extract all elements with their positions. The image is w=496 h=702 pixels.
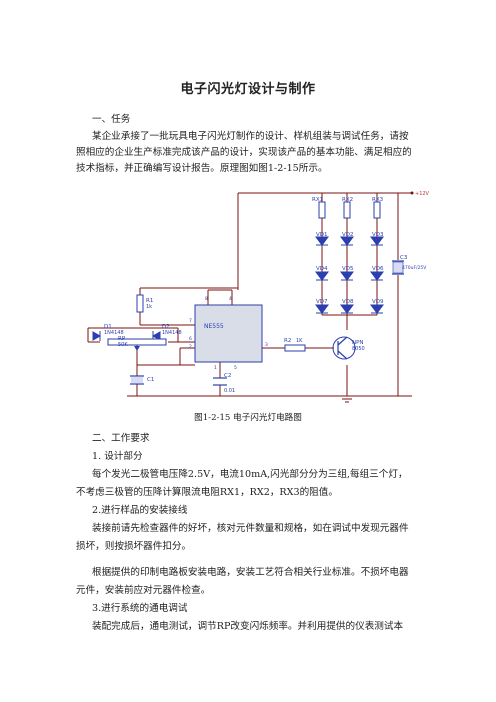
rx3-label: RX3 xyxy=(372,197,384,203)
paragraph-line: 每个发光二极管电压降2.5V，电流10mA,闪光部分分为三组,每组三个灯， xyxy=(92,469,408,480)
pin-8: 8 xyxy=(205,296,208,302)
c3-value: 470uF/25V xyxy=(402,265,427,271)
d2-value: 1N4148 xyxy=(162,330,182,336)
c3-label: C3 xyxy=(400,255,408,261)
rp-value: 50K xyxy=(118,342,128,348)
d2-label: D2 xyxy=(162,324,170,330)
vcc-label: +12V xyxy=(415,191,430,197)
pin-2: 2 xyxy=(189,344,192,350)
c1-label: C1 xyxy=(147,377,154,383)
rx1-label: RX1 xyxy=(312,197,323,203)
paragraph-line: 技术指标，并正确编写设计报告。原理图如图1-2-15所示。 xyxy=(76,163,328,174)
pin-4: 4 xyxy=(229,296,232,302)
pin-1: 1 xyxy=(214,365,217,371)
section-heading-requirements: 二、工作要求 xyxy=(92,433,150,444)
paragraph-line: 不考虑三极管的压降计算限流电阻RX1，RX2，RX3的阻值。 xyxy=(76,487,338,498)
rp-label: RP xyxy=(118,336,126,342)
r2-value: 1K xyxy=(296,338,303,344)
r2-label: R2 xyxy=(284,338,291,344)
vd4-label: VD4 xyxy=(316,266,328,272)
d1-value: 1N4148 xyxy=(104,330,124,336)
paragraph-line: 根据提供的印制电路板安装电路，安装工艺符合相关行业标准。不损坏电器 xyxy=(92,567,409,578)
pin-7: 7 xyxy=(189,318,192,324)
vd1-label: VD1 xyxy=(316,232,328,238)
paragraph-line: 损坏，则按损坏器件扣分。 xyxy=(76,541,192,552)
section-heading-task: 一、任务 xyxy=(92,114,131,125)
circuit-schematic: +12V RX1 RX2 RX3 VD1 VD2 VD3 VD4 VD5 VD6… xyxy=(87,191,430,403)
r1-value: 1k xyxy=(146,304,152,310)
r1-label: R1 xyxy=(146,298,153,304)
ground-icon xyxy=(339,395,355,403)
document-title: 电子闪光灯设计与制作 xyxy=(180,82,316,97)
rx2-label: RX2 xyxy=(342,197,353,203)
paragraph-line: 照相应的企业生产标准完成该产品的设计，实现该产品的基本功能、满足相应的 xyxy=(76,147,412,158)
npn-value: 8050 xyxy=(352,346,365,352)
ne555-label: NE555 xyxy=(204,323,224,330)
pin-6: 6 xyxy=(189,336,192,342)
npn-label: NPN xyxy=(352,340,364,346)
paragraph-line: 装接前请先检查器件的好坏，核对元件数量和规格，如在调试中发现元器件 xyxy=(92,523,409,534)
c2-label: C2 xyxy=(224,373,231,379)
item-heading: 1. 设计部分 xyxy=(92,451,143,462)
vd8-label: VD8 xyxy=(342,299,354,305)
d1-label: D1 xyxy=(104,324,112,330)
c2-value: 0.01 xyxy=(224,388,235,394)
vd5-label: VD5 xyxy=(342,266,354,272)
vd9-label: VD9 xyxy=(372,299,384,305)
vd3-label: VD3 xyxy=(372,232,384,238)
item-heading: 2.进行样品的安装接线 xyxy=(92,505,188,516)
paragraph-line: 元件，安装前应对元器件检查。 xyxy=(76,585,211,596)
item-heading: 3.进行系统的通电调试 xyxy=(92,603,188,614)
paragraph-line: 某企业承接了一批玩具电子闪光灯制作的设计、样机组装与调试任务，请按 xyxy=(92,131,409,142)
pin-3: 3 xyxy=(265,342,268,348)
figure-caption: 图1-2-15 电子闪光灯电路图 xyxy=(194,413,302,423)
vd2-label: VD2 xyxy=(342,232,354,238)
paragraph-line: 装配完成后，通电测试，调节RP改变闪烁频率。并利用提供的仪表测试本 xyxy=(92,621,404,632)
pin-5: 5 xyxy=(234,365,237,371)
vd6-label: VD6 xyxy=(372,266,384,272)
vd7-label: VD7 xyxy=(316,299,328,305)
